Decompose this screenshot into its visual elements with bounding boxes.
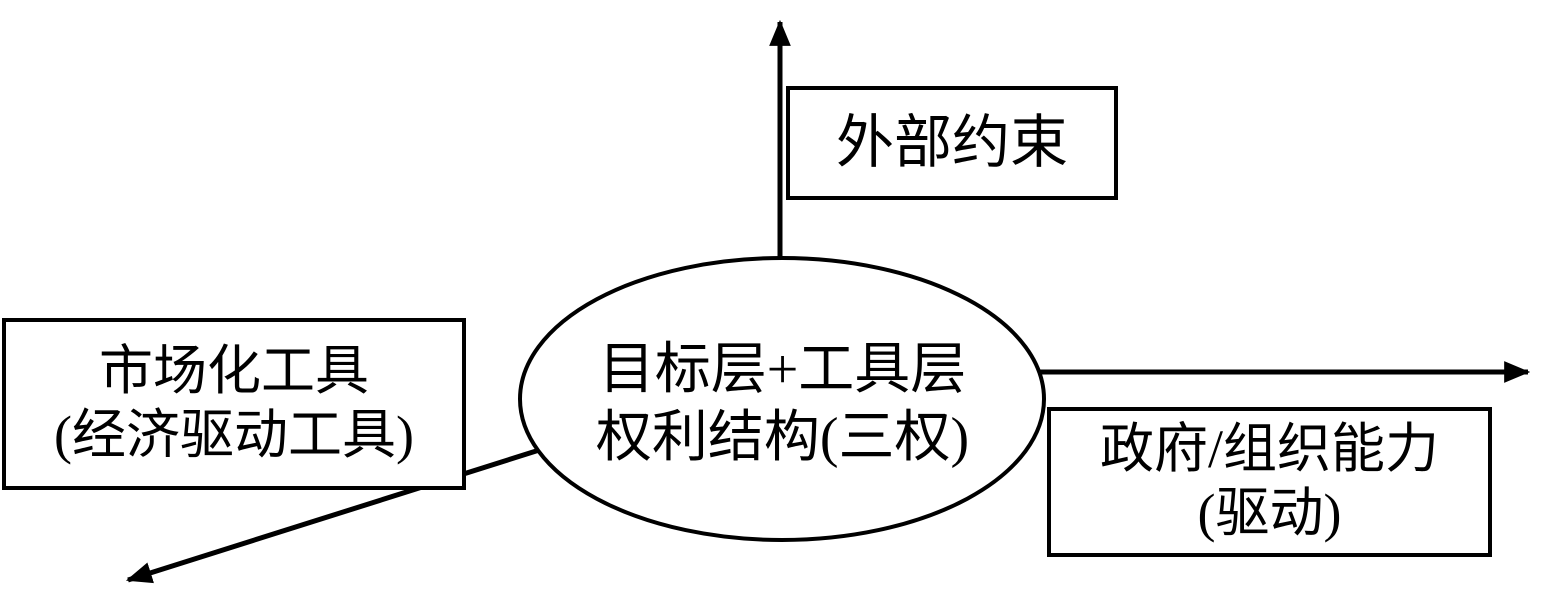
market-tools-line2: (经济驱动工具) xyxy=(54,405,414,465)
center-ellipse-line1: 目标层+工具层 xyxy=(598,339,967,401)
government-capacity-line2: (驱动) xyxy=(1197,483,1342,543)
market-tools-line1: 市场化工具 xyxy=(99,341,369,402)
market-tools-box: 市场化工具 (经济驱动工具) xyxy=(2,318,466,490)
external-constraint-label: 外部约束 xyxy=(835,109,1068,175)
government-capacity-line1: 政府/组织能力 xyxy=(1099,419,1439,480)
external-constraint-box: 外部约束 xyxy=(786,86,1118,200)
center-ellipse xyxy=(518,256,1046,542)
government-capacity-box: 政府/组织能力 (驱动) xyxy=(1047,407,1492,557)
center-ellipse-text: 目标层+工具层 权利结构(三权) xyxy=(540,336,1025,473)
center-ellipse-line2: 权利结构(三权) xyxy=(595,407,970,470)
down-left-arrow xyxy=(125,443,553,584)
